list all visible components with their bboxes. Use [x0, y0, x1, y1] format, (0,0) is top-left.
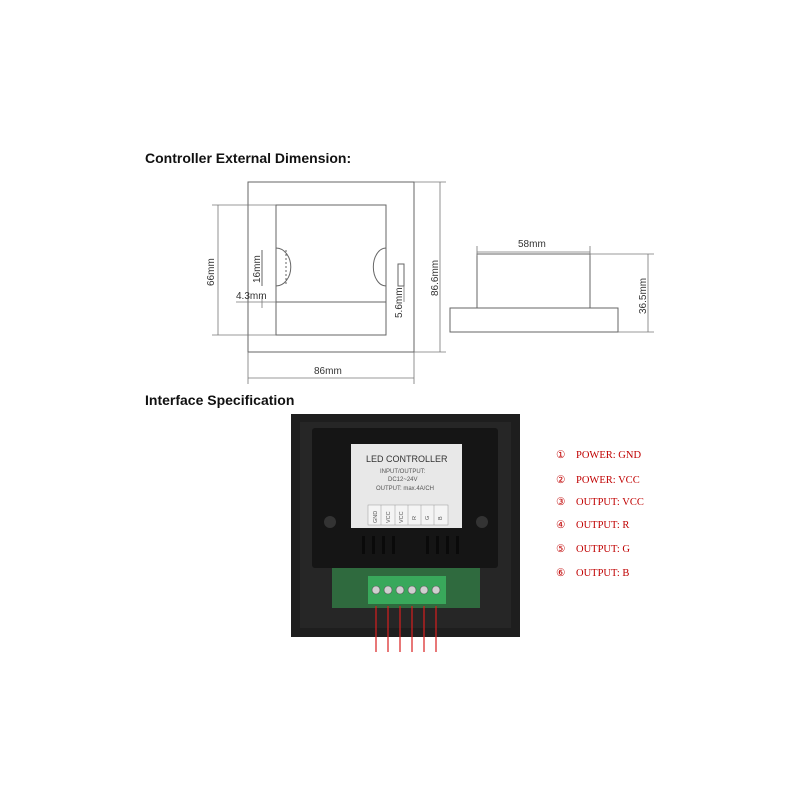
legend-text-3: OUTPUT: VCC: [576, 497, 644, 508]
dim-58mm-label: 58mm: [518, 239, 546, 250]
label-pin-2: VCC: [386, 511, 392, 523]
legend-text-4: OUTPUT: R: [576, 520, 629, 531]
legend-text-2: POWER: VCC: [576, 475, 640, 486]
label-pin-5: G: [425, 516, 431, 520]
dim-16mm-label: 16mm: [252, 255, 263, 283]
dim-5-6mm-label: 5.6mm: [394, 287, 405, 318]
legend-num-1: ①: [556, 449, 566, 461]
left-mount-hole: [275, 247, 292, 287]
label-title: LED CONTROLLER: [366, 454, 448, 464]
pcb-board: [332, 568, 480, 608]
label-pin-3: VCC: [399, 511, 405, 523]
label-line3: OUTPUT: max.4A/CH: [376, 486, 434, 492]
right-mount-hole: [372, 247, 387, 287]
terminal-block: [368, 576, 446, 604]
legend-num-3: ③: [556, 496, 566, 508]
device-housing: [312, 428, 498, 568]
side-view-plate: [449, 307, 619, 333]
legend-text-1: POWER: GND: [576, 450, 641, 461]
legend-num-2: ②: [556, 474, 566, 486]
side-view-body: [476, 253, 591, 309]
legend-num-4: ④: [556, 519, 566, 531]
device-label: [351, 444, 462, 528]
dim-4-3mm-label: 4.3mm: [236, 291, 267, 302]
dim-86mm-label: 86mm: [314, 366, 342, 377]
vent-slots: [362, 536, 459, 554]
legend-num-5: ⑤: [556, 543, 566, 555]
label-pin-6: B: [438, 516, 444, 520]
dim-86-6mm-label: 86.6mm: [430, 260, 441, 296]
inner-plate: [275, 204, 387, 336]
dim-66mm-label: 66mm: [206, 258, 217, 286]
dimension-heading: Controller External Dimension:: [145, 150, 352, 166]
legend-text-5: OUTPUT: G: [576, 544, 630, 555]
interface-heading: Interface Specification: [145, 392, 295, 408]
label-line1: INPUT/OUTPUT:: [380, 469, 426, 475]
terminal-screws: [371, 585, 441, 595]
outer-frame: [247, 181, 415, 353]
output-wires: [375, 606, 437, 652]
dim-36-5mm-label: 36.5mm: [638, 278, 649, 314]
front-view-dim-lines: [212, 181, 446, 384]
mount-hole-right: [476, 516, 488, 528]
legend-num-6: ⑥: [556, 567, 566, 579]
legend-text-6: OUTPUT: B: [576, 568, 629, 579]
side-view-dim-lines: [476, 246, 654, 333]
front-view-outline: [247, 181, 415, 353]
label-pin-4: R: [412, 516, 418, 520]
device-body: [291, 414, 520, 637]
label-line2: DC12~24V: [388, 477, 418, 483]
side-view-outline: [449, 253, 619, 333]
mount-hole-left: [324, 516, 336, 528]
label-pin-1: GND: [373, 511, 379, 523]
